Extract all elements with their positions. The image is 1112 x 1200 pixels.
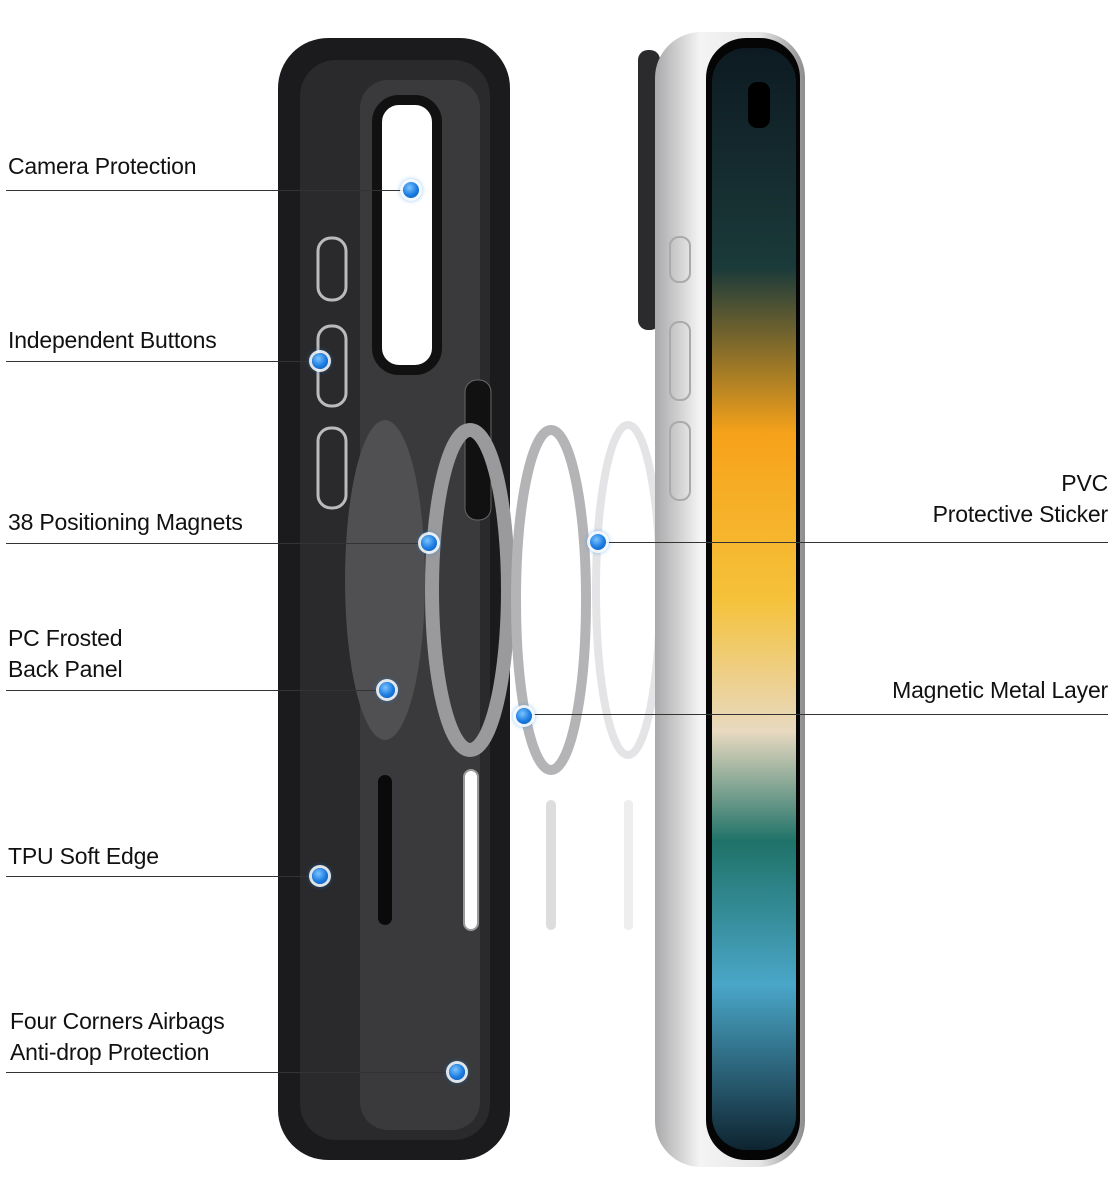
smartphone [638,32,805,1167]
marker-dot-buttons [312,353,328,369]
callout-line-metal-layer [524,714,1108,715]
marker-dot-soft-edge [312,868,328,884]
marker-dot-back-panel [379,682,395,698]
marker-dot-camera [403,182,419,198]
marker-dot-magnets [421,535,437,551]
callout-line-airbags [6,1072,457,1073]
label-magnetic-metal-layer: Magnetic Metal Layer [892,677,1108,703]
label-positioning-magnets: 38 Positioning Magnets [8,509,243,535]
label-camera-protection: Camera Protection [8,153,197,179]
callout-line-buttons [6,361,320,362]
callout-line-soft-edge [6,876,320,877]
phone-case [278,38,510,1160]
callout-line-back-panel [6,690,387,691]
marker-dot-sticker [590,534,606,550]
label-tpu-soft-edge: TPU Soft Edge [8,843,159,869]
callout-line-camera [6,190,411,191]
callout-line-magnets [6,543,429,544]
marker-dot-airbags [449,1064,465,1080]
callout-line-sticker [598,542,1108,543]
marker-dot-metal-layer [516,708,532,724]
label-independent-buttons: Independent Buttons [8,327,217,353]
